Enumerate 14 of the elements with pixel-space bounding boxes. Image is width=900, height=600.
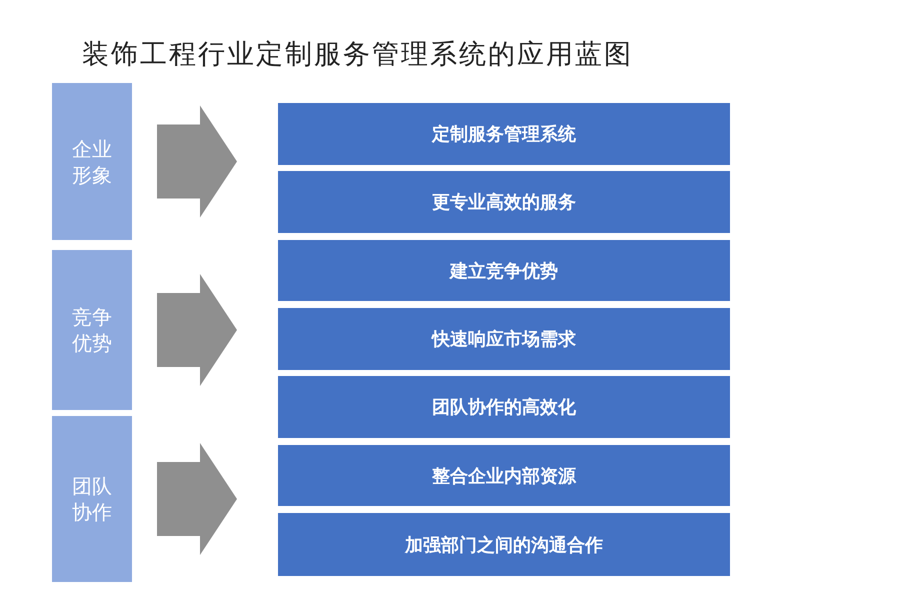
block-arrow — [157, 443, 237, 555]
item-box: 加强部门之间的沟通合作 — [278, 513, 730, 576]
item-box: 团队协作的高效化 — [278, 376, 730, 438]
item-box: 整合企业内部资源 — [278, 445, 730, 506]
item-box: 定制服务管理系统 — [278, 103, 730, 165]
title: 装饰工程行业定制服务管理系统的应用蓝图 — [82, 38, 633, 72]
block-arrow — [157, 274, 237, 386]
category-box: 企业形象 — [52, 83, 132, 240]
item-box: 快速响应市场需求 — [278, 308, 730, 370]
category-box: 竞争优势 — [52, 250, 132, 410]
category-box: 团队协作 — [52, 416, 132, 582]
item-box: 更专业高效的服务 — [278, 171, 730, 233]
block-arrow — [157, 106, 237, 218]
item-box: 建立竞争优势 — [278, 240, 730, 301]
